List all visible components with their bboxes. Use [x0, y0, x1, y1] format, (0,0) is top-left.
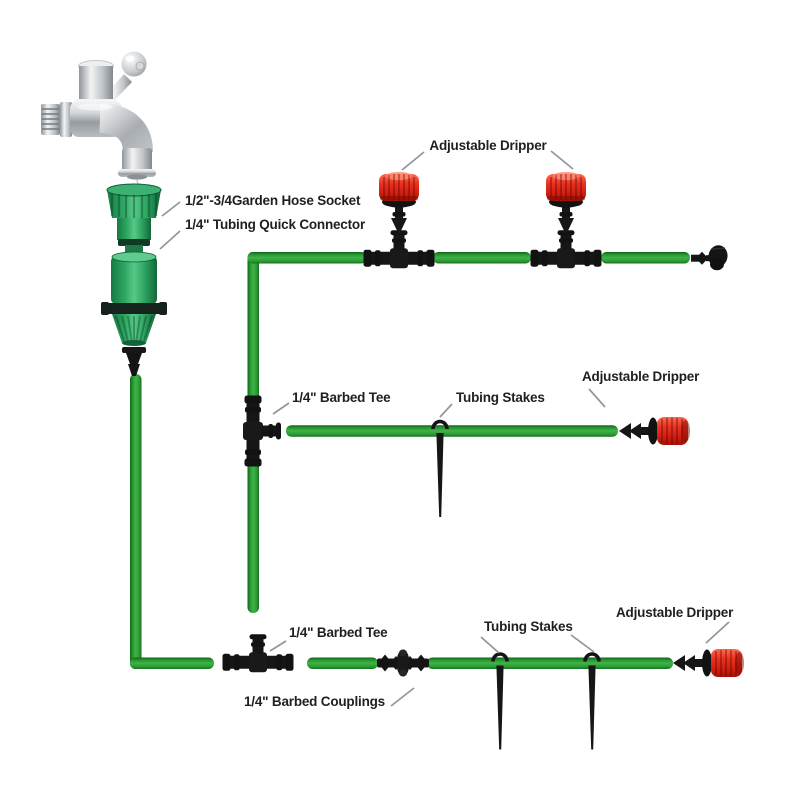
leader-lines: [159, 150, 730, 707]
top-branch-tube-2: [433, 252, 531, 264]
garden-hose-socket-icon: [106, 183, 162, 254]
label-adjustable-dripper-bottom: Adjustable Dripper: [616, 605, 734, 620]
riser-tube-lower: [247, 461, 259, 613]
tubing-quick-connector-icon: [101, 251, 167, 376]
riser-tube-upper: [247, 252, 259, 403]
barbed-coupling-icon: [377, 649, 429, 677]
bottom-left-tube: [130, 657, 214, 669]
label-barbed-couplings: 1/4" Barbed Couplings: [244, 694, 385, 709]
barbed-tee-icon: [530, 230, 602, 269]
adjustable-dripper-icon: [618, 416, 691, 446]
label-tubing-stakes-middle: Tubing Stakes: [456, 390, 545, 405]
label-hose-socket: 1/2"-3/4Garden Hose Socket: [185, 193, 361, 208]
barbed-tee-icon: [363, 230, 435, 269]
barbed-tee-icon: [243, 395, 281, 467]
label-barbed-tee-middle: 1/4" Barbed Tee: [292, 390, 391, 405]
label-tubing-stakes-bottom: Tubing Stakes: [484, 619, 573, 634]
green-tubing: [130, 252, 690, 669]
mainline-vertical-tube: [130, 374, 142, 669]
top-branch-tube-3: [601, 252, 690, 264]
label-quick-connector: 1/4" Tubing Quick Connector: [185, 217, 366, 232]
top-branch-tube-1: [247, 252, 367, 264]
label-barbed-tee-bottom: 1/4" Barbed Tee: [289, 625, 388, 640]
bottom-branch-tube-1: [307, 657, 378, 669]
adjustable-dripper-icon: [545, 171, 587, 236]
label-adjustable-dripper-middle: Adjustable Dripper: [582, 369, 700, 384]
adjustable-dripper-icon: [378, 171, 420, 236]
barbed-tee-icon: [222, 634, 294, 673]
bottom-branch-tube-2: [427, 657, 673, 669]
middle-branch-tube: [286, 425, 618, 437]
label-adjustable-dripper-top: Adjustable Dripper: [429, 138, 547, 153]
adjustable-dripper-icon: [672, 648, 745, 678]
end-plug-icon: [690, 243, 730, 271]
faucet-icon: [41, 51, 156, 200]
